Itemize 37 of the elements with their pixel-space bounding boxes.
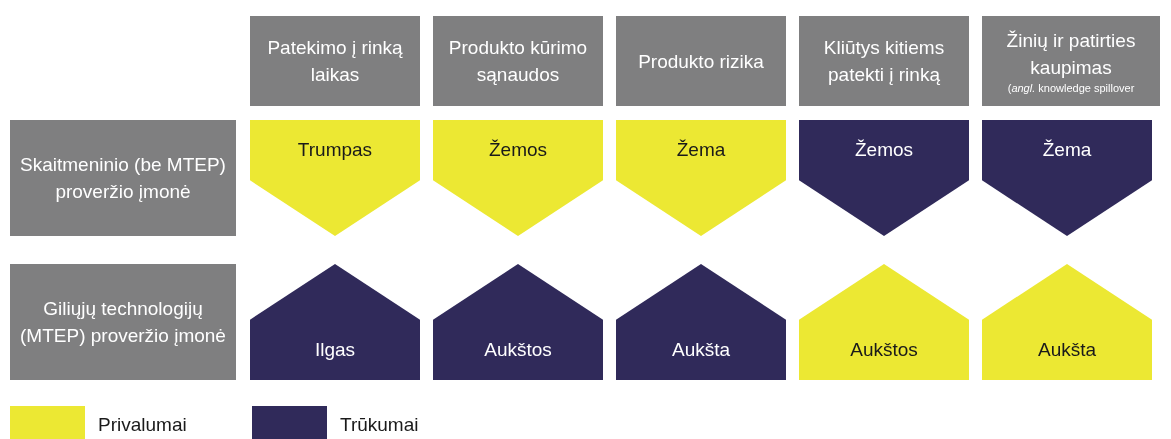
header-text: Produkto rizika — [638, 49, 764, 74]
header-text: Produkto kūrimo sąnaudos — [447, 36, 589, 87]
header-note: (angl. knowledge spillover — [1007, 81, 1135, 95]
up-pointing-pentagon — [433, 264, 603, 380]
column-header — [433, 16, 603, 106]
up-pointing-pentagon — [616, 264, 786, 380]
down-pointing-pentagon — [982, 120, 1152, 236]
row-header — [10, 264, 236, 380]
cell-text: Aukšta — [1036, 338, 1098, 362]
header-text: Kliūtys kitiems patekti į rinką — [822, 36, 946, 87]
down-pointing-pentagon — [616, 120, 786, 236]
cell-text: Žema — [675, 138, 727, 162]
row-header — [10, 120, 236, 236]
column-header — [982, 16, 1160, 106]
up-pointing-pentagon — [982, 264, 1152, 380]
cell-text: Aukštos — [483, 338, 553, 362]
column-header — [799, 16, 969, 106]
cell-text: Žemos — [487, 138, 549, 162]
down-pointing-pentagon — [250, 120, 420, 236]
legend-text: Trūkumai — [340, 413, 419, 437]
cell-text: Ilgas — [313, 338, 357, 362]
down-pointing-pentagon — [433, 120, 603, 236]
cell-text: Aukšta — [670, 338, 732, 362]
header-text: Skaitmeninio (be MTEP) proveržio įmonė — [19, 153, 227, 204]
down-pointing-pentagon — [799, 120, 969, 236]
column-header — [250, 16, 420, 106]
cell-text: Žema — [1041, 138, 1093, 162]
legend-text: Privalumai — [98, 413, 187, 437]
header-text: Patekimo į rinką laikas — [266, 36, 404, 87]
up-pointing-pentagon — [250, 264, 420, 380]
column-header — [616, 16, 786, 106]
cell-text: Žemos — [853, 138, 915, 162]
up-pointing-pentagon — [799, 264, 969, 380]
cell-text: Aukštos — [849, 338, 919, 362]
header-text: Žinių ir patirties kaupimas — [1005, 29, 1137, 80]
cell-text: Trumpas — [296, 138, 374, 162]
header-text: Giliųjų technologijų (MTEP) proveržio įmonė — [19, 297, 227, 348]
